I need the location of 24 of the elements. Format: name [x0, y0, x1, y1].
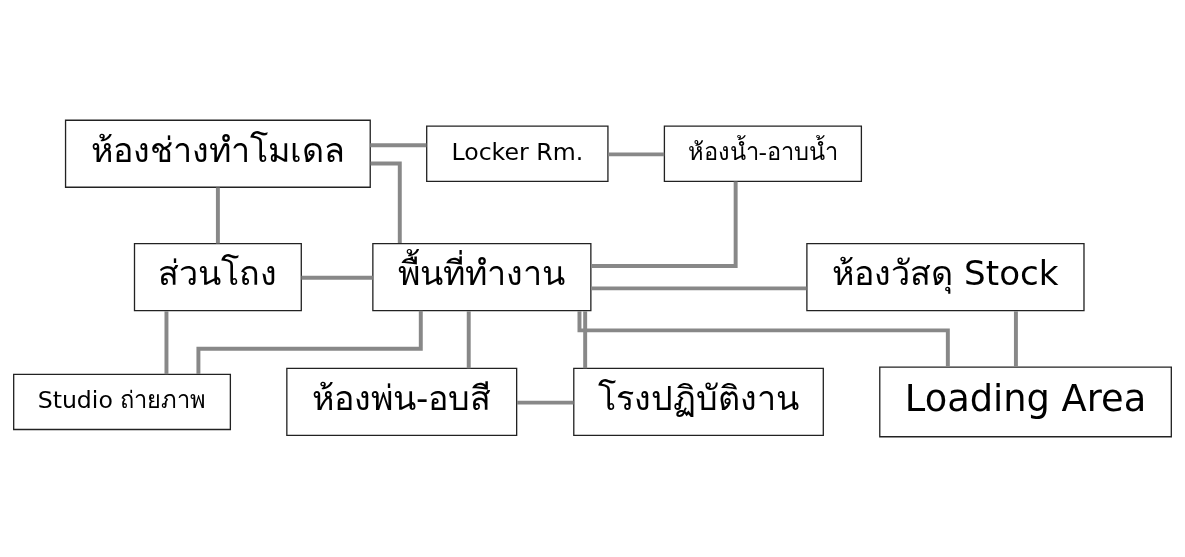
- node-box: ส่วนโถง: [133, 243, 302, 312]
- connector: [608, 152, 665, 157]
- node-box: ห้องวัสดุ Stock: [806, 243, 1085, 312]
- connector: [577, 311, 950, 367]
- node-box: ห้องพ่น-อบสี: [286, 367, 518, 437]
- node-box: ห้องช่างทำโมเดล: [64, 119, 371, 188]
- node-box: Locker Rm.: [426, 125, 609, 182]
- node-box: Studio ถ่ายภาพ: [13, 373, 232, 431]
- node-box: พื้นที่ทำงาน: [372, 243, 592, 312]
- connector: [301, 275, 373, 280]
- connector: [215, 187, 220, 244]
- connector: [370, 143, 427, 148]
- connector: [1013, 311, 1018, 368]
- node-box: โรงปฏิบัติงาน: [573, 367, 824, 437]
- connector: [583, 311, 588, 369]
- node-box: Loading Area: [879, 366, 1172, 438]
- connector: [370, 161, 402, 244]
- connector: [590, 181, 738, 268]
- connector: [591, 286, 807, 291]
- connector: [196, 310, 423, 375]
- connector: [516, 400, 574, 405]
- node-box: ห้องน้ำ-อาบน้ำ: [663, 125, 863, 182]
- connector: [164, 311, 169, 375]
- connector: [466, 311, 471, 369]
